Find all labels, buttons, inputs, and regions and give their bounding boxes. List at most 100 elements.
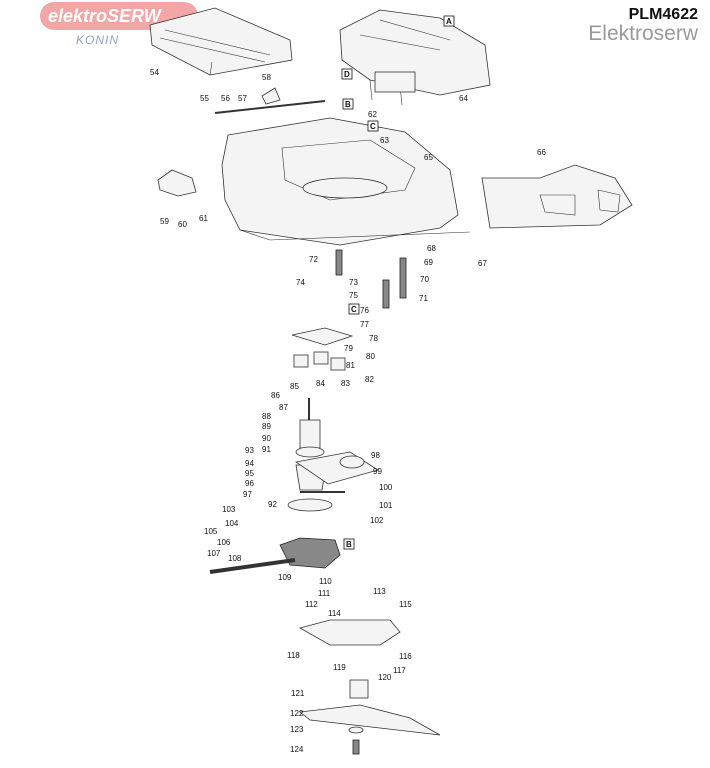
pulley-98 [339,455,365,469]
engine-cover-54 [149,7,293,76]
part-label-76: 76 [360,306,369,315]
part-label-61: 61 [199,214,208,223]
part-label-71: 71 [419,294,428,303]
part-label-122: 122 [290,709,304,718]
ref-letter-d: D [341,68,353,80]
part-label-68: 68 [427,244,436,253]
part-label-91: 91 [262,445,271,454]
part-label-85: 85 [290,382,299,391]
part-label-113: 113 [373,587,386,596]
part-label-82: 82 [365,375,374,384]
bearing-84 [313,351,329,365]
ref-letter-b-top: B [342,98,354,110]
blade-122 [299,704,441,736]
part-label-66: 66 [537,148,546,157]
washer-123 [348,726,364,734]
part-label-102: 102 [370,516,384,525]
svg-text:A: A [446,17,452,26]
washer-91 [295,446,325,458]
part-label-73: 73 [349,278,358,287]
bolt-70 [399,257,407,299]
deck-opening [302,177,388,199]
svg-text:C: C [351,305,357,314]
part-label-119: 119 [333,663,346,672]
part-label-81: 81 [346,361,355,370]
part-label-90: 90 [262,434,271,443]
bearing-83 [330,357,346,371]
part-label-109: 109 [278,573,292,582]
part-label-98: 98 [371,451,380,460]
part-label-89: 89 [262,422,271,431]
part-label-123: 123 [290,725,304,734]
part-label-108: 108 [228,554,242,563]
part-label-93: 93 [245,446,254,455]
ref-letter-c-top: C [367,120,379,132]
svg-text:B: B [345,100,351,109]
part-label-67: 67 [478,259,487,268]
axle [209,558,296,574]
ref-letter-c-mid: C [348,303,360,315]
spring-90 [299,419,321,449]
part-label-83: 83 [341,379,350,388]
part-label-69: 69 [424,258,433,267]
part-label-124: 124 [290,745,304,754]
part-label-97: 97 [243,490,252,499]
part-label-70: 70 [420,275,429,284]
engine-base [374,71,416,93]
part-label-100: 100 [379,483,393,492]
part-label-84: 84 [316,379,325,388]
height-adjuster-59 [157,169,197,197]
part-label-62: 62 [368,110,377,119]
bolt-124 [352,739,360,755]
svg-text:C: C [370,122,376,131]
gearbox-109 [279,537,341,569]
part-label-88: 88 [262,412,271,421]
blade-adapter-115 [298,619,401,646]
part-label-59: 59 [160,217,169,226]
shaft-57 [214,100,326,114]
part-label-60: 60 [178,220,187,229]
model-number: PLM4622 [628,6,698,23]
part-label-57: 57 [238,94,247,103]
part-label-107: 107 [207,549,221,558]
part-label-79: 79 [344,344,353,353]
part-label-77: 77 [360,320,369,329]
part-label-64: 64 [459,94,468,103]
part-label-74: 74 [296,278,305,287]
svg-text:B: B [346,540,352,549]
ref-letter-a: A [443,15,455,27]
part-label-118: 118 [287,651,300,660]
bearing-85 [293,354,309,368]
part-label-55: 55 [200,94,209,103]
part-label-96: 96 [245,479,254,488]
part-label-86: 86 [271,391,280,400]
part-label-58: 58 [262,73,271,82]
part-label-78: 78 [369,334,378,343]
part-label-120: 120 [378,673,392,682]
brand-name: Elektroserw [588,22,698,45]
bolt-72 [335,249,343,276]
part-label-121: 121 [291,689,305,698]
watermark-logo: elektroSERW [40,2,198,30]
pulley-plate-78 [291,327,354,346]
part-label-104: 104 [225,519,239,528]
bracket-58 [261,87,281,105]
part-label-117: 117 [393,666,406,675]
part-label-112: 112 [305,600,318,609]
part-label-87: 87 [279,403,288,412]
rear-flap-66 [481,164,633,229]
part-label-110: 110 [319,577,332,586]
part-label-65: 65 [424,153,433,162]
part-label-94: 94 [245,459,254,468]
part-label-116: 116 [399,652,412,661]
bolt-71 [382,279,390,309]
part-label-92: 92 [268,500,277,509]
part-label-80: 80 [366,352,375,361]
part-label-106: 106 [217,538,231,547]
part-label-72: 72 [309,255,318,264]
watermark-logo-subtitle: KONIN [76,33,120,47]
part-label-54: 54 [150,68,159,77]
